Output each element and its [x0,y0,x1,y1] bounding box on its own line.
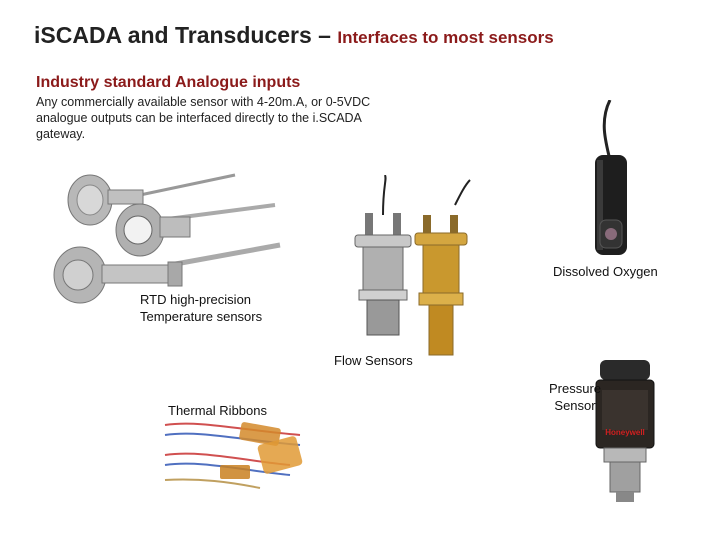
section-heading: Industry standard Analogue inputs [36,74,301,91]
pressure-sensor-image: Honeywell [595,360,655,502]
rtd-caption: RTD high-precision Temperature sensors [140,291,262,325]
dissolved-oxygen-caption: Dissolved Oxygen [553,263,658,280]
thermal-ribbons-caption: Thermal Ribbons [168,402,267,419]
flow-caption: Flow Sensors [334,352,413,369]
intro-paragraph: Any commercially available sensor with 4… [36,95,371,141]
dissolved-oxygen-image [595,100,627,255]
pressure-caption: Pressure Sensor [549,380,601,414]
title-prefix: i [34,22,41,48]
title-main: SCADA and Transducers [40,22,312,48]
thermal-ribbons-image [164,422,303,489]
rtd-caption-line1: RTD high-precision [140,292,252,307]
pressure-caption-line2: Sensor [554,398,596,413]
rtd-sensors-image [53,173,281,304]
honeywell-logo: Honeywell [605,428,645,437]
slide-title: iSCADA and Transducers – Interfaces to m… [34,22,554,49]
rtd-caption-line2: Temperature sensors [140,309,263,324]
pressure-caption-line1: Pressure [549,381,602,396]
title-dash: – [311,22,338,48]
flow-sensors-image [354,175,471,356]
title-subtitle: Interfaces to most sensors [337,28,554,47]
